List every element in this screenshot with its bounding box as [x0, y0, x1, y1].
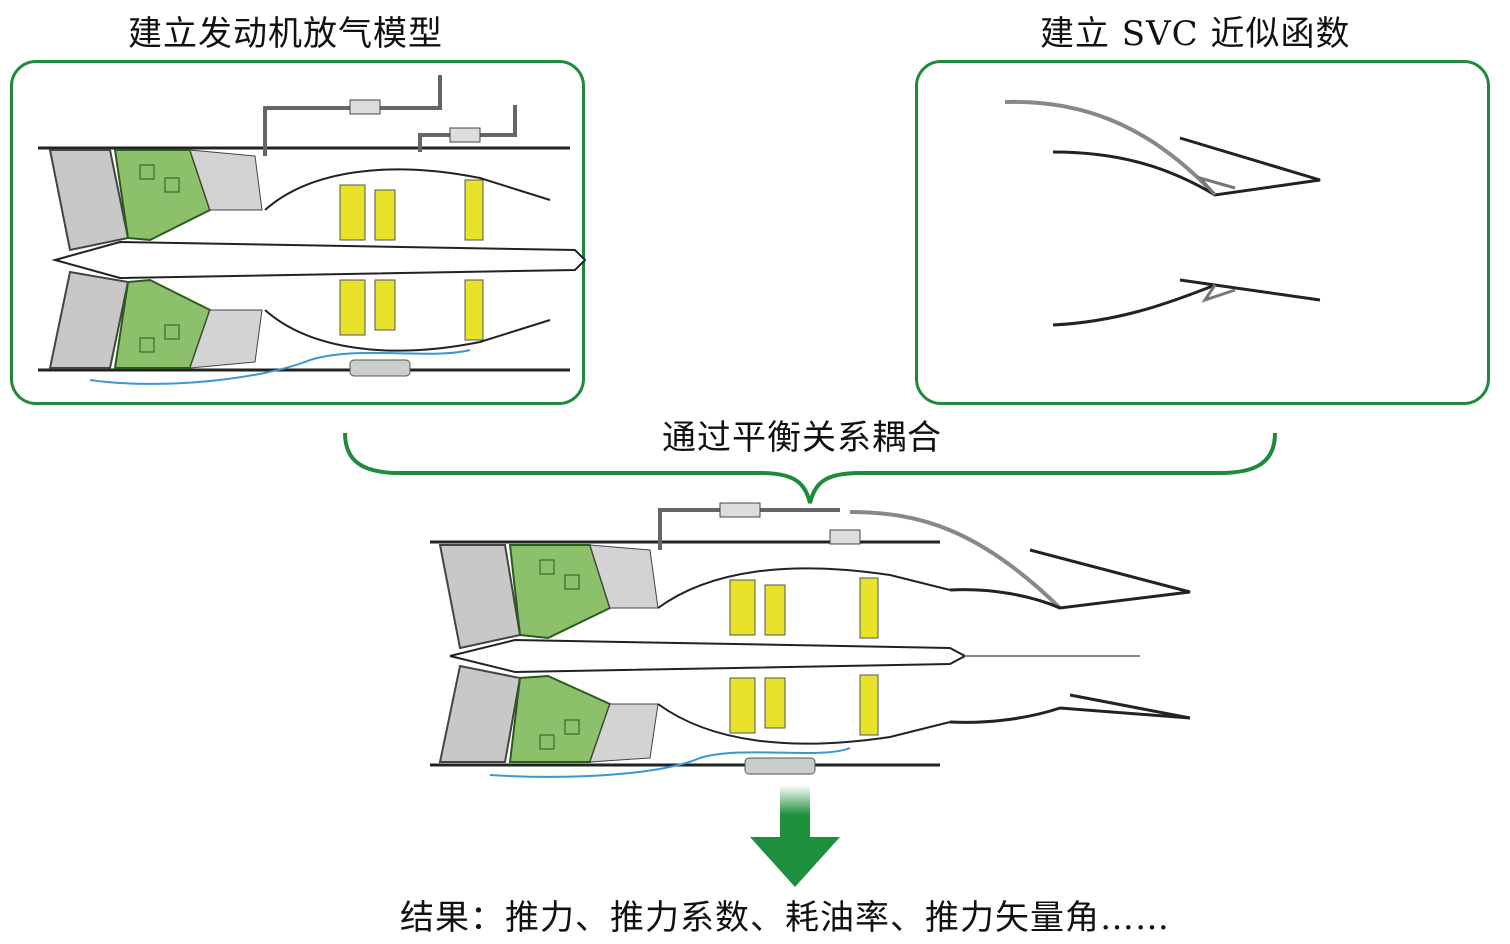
- engine-cutaway-diagram: [38, 75, 587, 385]
- svc-nozzle-diagram: [1004, 99, 1321, 327]
- left-title: 建立发动机放气模型: [128, 14, 443, 54]
- down-arrow-icon: [750, 785, 840, 887]
- engine-bleed-panel: [10, 60, 587, 405]
- coupling-label: 通过平衡关系耦合: [662, 418, 942, 458]
- svc-function-panel: [915, 60, 1490, 405]
- right-title: 建立 SVC 近似函数: [1040, 14, 1351, 54]
- result-label: 结果：推力、推力系数、耗油率、推力矢量角……: [400, 898, 1170, 938]
- combined-engine-diagram: [430, 502, 1191, 778]
- coupling-brace: [343, 432, 1277, 504]
